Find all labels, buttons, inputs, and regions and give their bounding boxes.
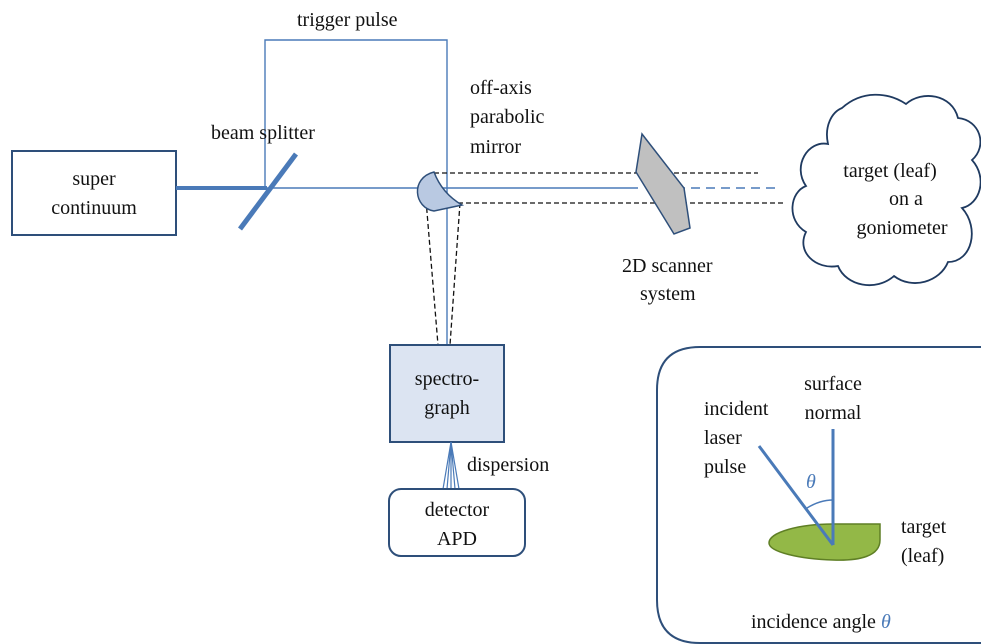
receive-cone-left (425, 199, 439, 346)
mirror-label-line2: parabolic (470, 106, 545, 128)
inset-panel (656, 346, 981, 644)
spectrograph-label-line2: graph (424, 397, 470, 419)
scanner-label-line2: system (640, 283, 696, 305)
theta-symbol: θ (806, 471, 816, 493)
scanner-mirror (635, 132, 691, 235)
surface-normal-label-line2: normal (805, 402, 862, 424)
incident-label-line3: pulse (704, 456, 746, 478)
trigger-pulse-label: trigger pulse (297, 9, 398, 31)
target-label-line1: target (leaf) (843, 160, 936, 182)
spectrograph-label-line1: spectro- (415, 368, 479, 390)
target-cloud (791, 93, 981, 286)
beam-splitter (237, 152, 299, 231)
surface-normal-label-line1: surface (804, 373, 862, 395)
spectrograph-box (389, 344, 505, 443)
scanner-label-line1: 2D scanner (622, 255, 713, 277)
beam-splitter-label: beam splitter (211, 122, 315, 144)
detector-label-line2: APD (437, 528, 477, 550)
trigger-pulse-line (264, 39, 448, 188)
supercontinuum-label-line2: continuum (51, 197, 137, 219)
angle-arc (806, 499, 834, 509)
detector-box (388, 488, 526, 557)
incidence-angle-caption: incidence angle θ (751, 611, 891, 633)
caption-text: incidence angle (751, 611, 876, 633)
detector-label-line1: detector (425, 499, 490, 521)
receive-cone-right (449, 202, 461, 346)
target-label-line2: on a (889, 188, 923, 210)
target-label-line3: goniometer (856, 217, 947, 239)
incident-label-line1: incident (704, 398, 769, 420)
dispersion-label: dispersion (467, 454, 549, 476)
supercontinuum-label-line1: super (72, 168, 116, 190)
incident-pulse-line (757, 445, 835, 546)
leaf-shape (768, 523, 881, 561)
caption-theta: θ (881, 611, 891, 633)
inset-target-label-line2: (leaf) (901, 545, 944, 567)
mirror-label-line3: mirror (470, 136, 521, 158)
supercontinuum-box (11, 150, 177, 236)
incident-label-line2: laser (704, 427, 742, 449)
dispersion-fan (442, 441, 460, 490)
parabolic-mirror (416, 171, 465, 212)
inset-target-label-line1: target (901, 516, 947, 538)
mirror-label-line1: off-axis (470, 77, 532, 99)
